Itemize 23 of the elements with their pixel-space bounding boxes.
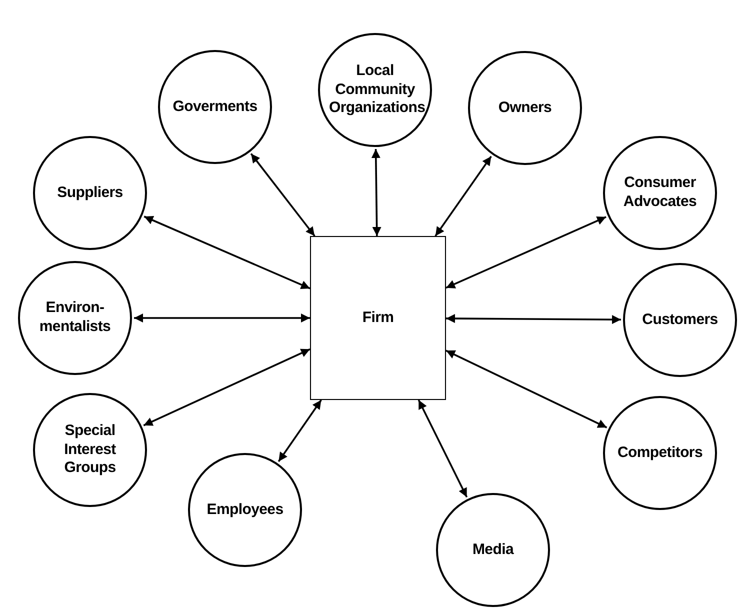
- node-label: Customers: [642, 310, 718, 330]
- double-arrow: [418, 400, 468, 498]
- node-label: Owners: [498, 98, 552, 118]
- firm-box: [310, 236, 446, 400]
- node-label: Competitors: [617, 444, 703, 462]
- double-arrow: [143, 348, 310, 426]
- node-label: Environ-mentalists: [38, 299, 112, 337]
- node-label: Suppliers: [57, 184, 123, 202]
- node-label: Media: [472, 540, 514, 560]
- double-arrow: [134, 314, 310, 322]
- double-arrow: [250, 153, 316, 237]
- double-arrow: [144, 216, 310, 290]
- double-arrow: [278, 399, 322, 462]
- node-label: Goverments: [172, 98, 258, 116]
- node-label: Special Interest Groups: [63, 422, 117, 478]
- double-arrow: [446, 350, 608, 428]
- node-label: Firm: [362, 308, 394, 328]
- double-arrow: [371, 148, 382, 236]
- node-label: Employees: [206, 500, 284, 520]
- double-arrow: [446, 216, 606, 289]
- double-arrow: [446, 314, 621, 324]
- double-arrow: [434, 156, 492, 237]
- node-label: Consumer Advocates: [622, 174, 698, 212]
